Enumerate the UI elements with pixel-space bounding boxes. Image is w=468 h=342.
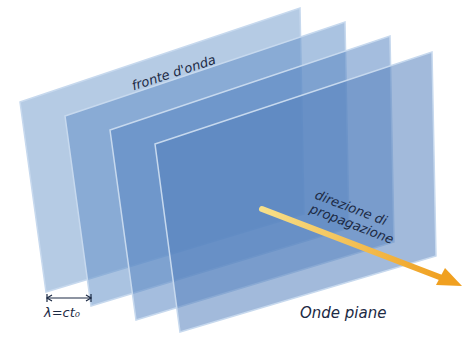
wavelength-label: λ=ct₀ <box>44 306 80 321</box>
wavelength-bracket <box>47 294 91 302</box>
wave-plane <box>155 52 436 332</box>
caption-label: Onde piane <box>300 305 386 322</box>
wave-front-planes <box>20 8 436 332</box>
